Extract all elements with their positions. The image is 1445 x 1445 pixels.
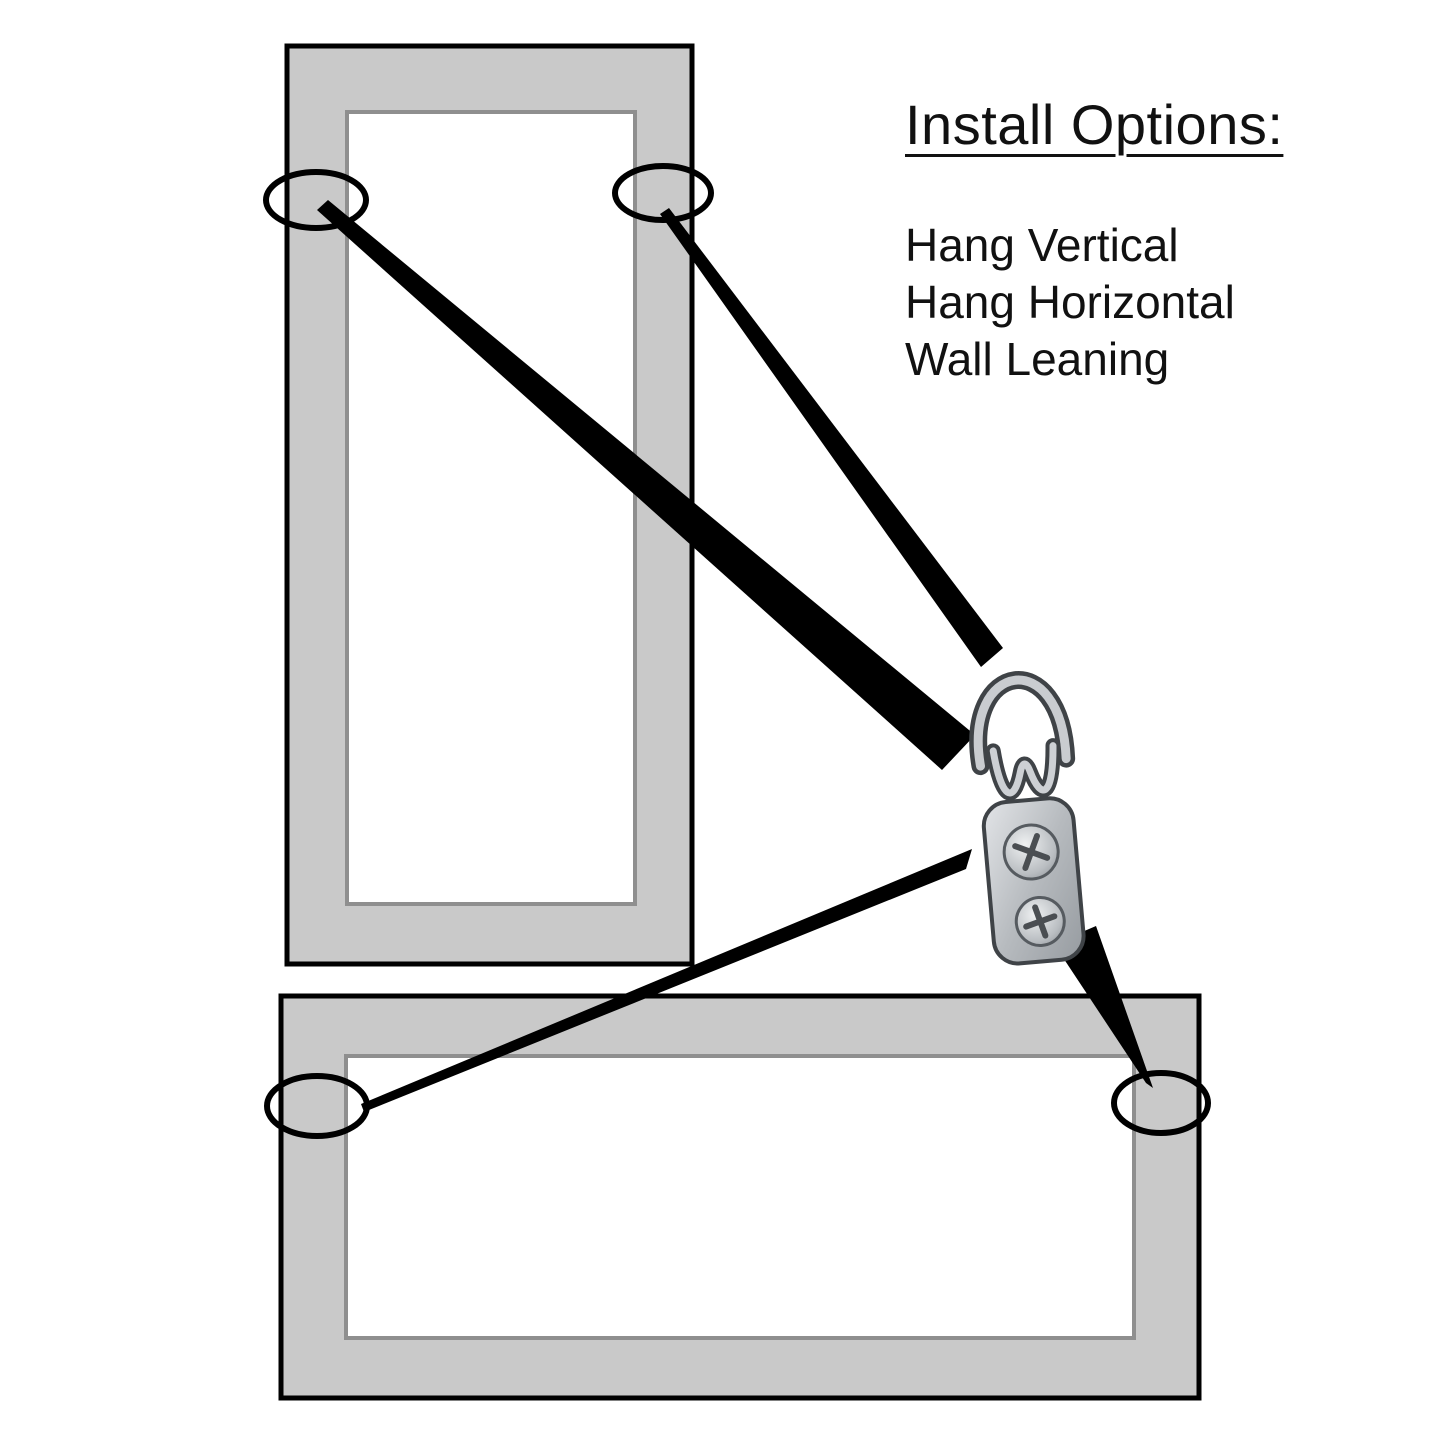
- pointer-lines: [317, 200, 1153, 1112]
- horizontal-frame-opening: [344, 1054, 1136, 1340]
- pointer-line-horizontal-left: [361, 849, 972, 1112]
- vertical-frame: [284, 43, 695, 967]
- pointer-line-vertical-right: [660, 208, 1003, 667]
- install-option-hang-vertical: Hang Vertical: [905, 219, 1179, 271]
- install-option-hang-horizontal: Hang Horizontal: [905, 276, 1235, 328]
- install-options-list: Hang Vertical Hang Horizontal Wall Leani…: [905, 217, 1283, 388]
- hanger-position-markers: [263, 163, 1211, 1139]
- hook-wire: [989, 742, 1057, 797]
- screw-top: [1002, 823, 1060, 881]
- marker-vertical-right: [612, 163, 714, 223]
- vertical-frame-opening: [345, 110, 637, 906]
- pointer-line-horizontal-right: [1054, 926, 1153, 1088]
- install-options-text: Install Options: Hang Vertical Hang Hori…: [905, 92, 1283, 388]
- marker-horizontal-right: [1111, 1070, 1211, 1136]
- install-option-wall-leaning: Wall Leaning: [905, 333, 1170, 385]
- screw-bottom: [1014, 895, 1066, 947]
- d-ring-wire: [973, 675, 1071, 771]
- marker-vertical-left: [263, 169, 369, 231]
- screw-top-cross: [1012, 833, 1051, 871]
- d-ring-hanger-icon: [969, 671, 1086, 966]
- install-options-title: Install Options:: [905, 93, 1284, 156]
- horizontal-frame: [278, 993, 1202, 1401]
- pointer-line-vertical-left: [317, 200, 975, 770]
- screw-bottom-cross: [1023, 904, 1058, 939]
- marker-horizontal-left: [264, 1073, 370, 1139]
